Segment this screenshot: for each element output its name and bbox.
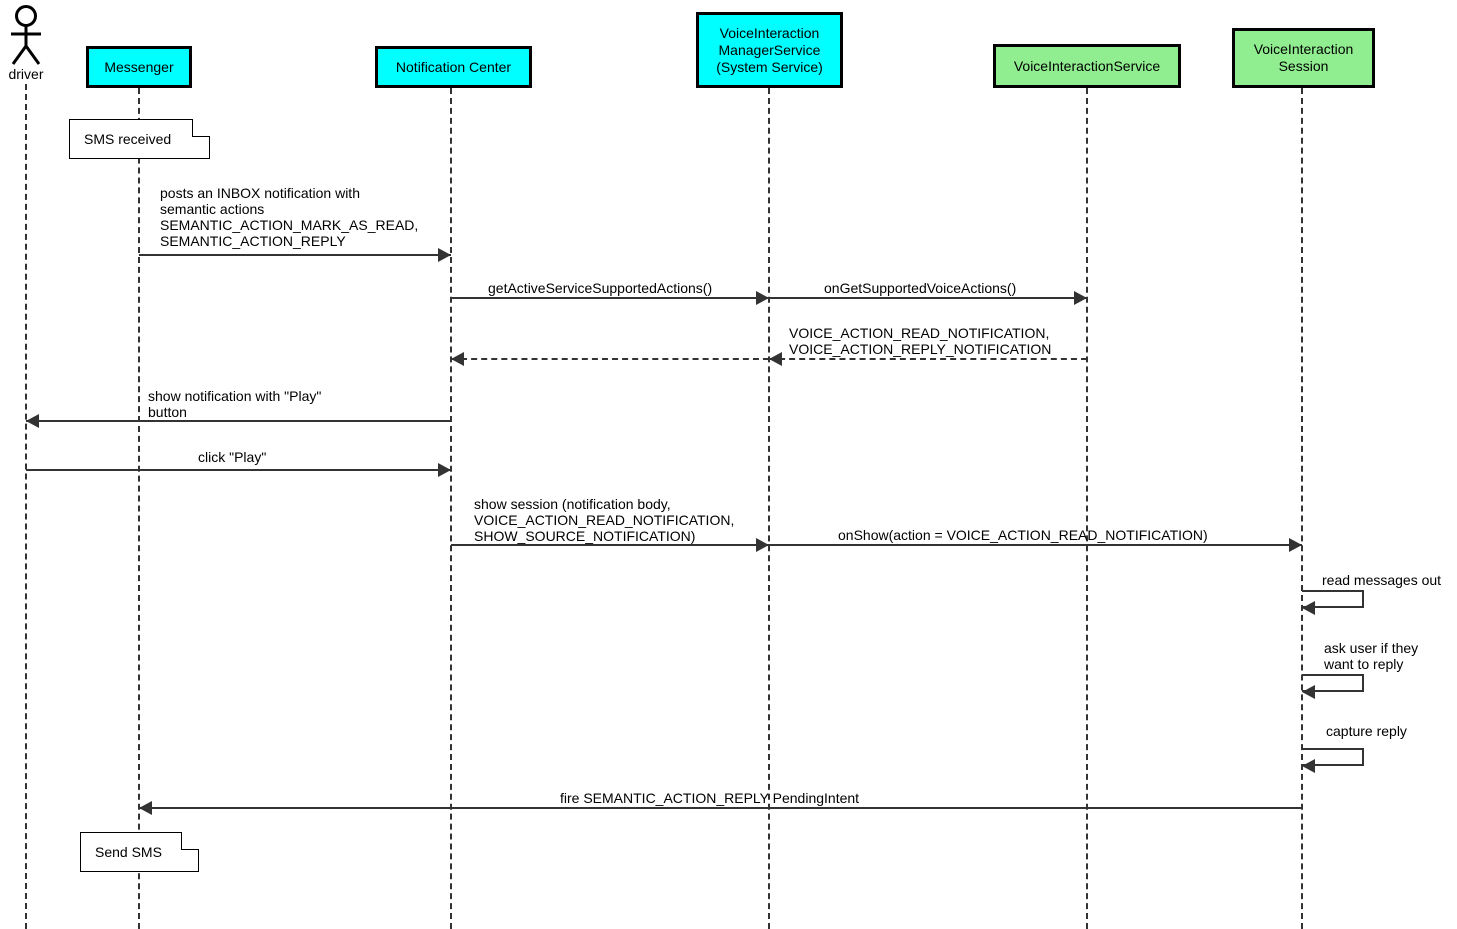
selfcall-capture-reply-label: capture reply (1326, 723, 1407, 739)
note-send-sms-fold-corner-icon (181, 832, 199, 850)
msg-show-notification-with-play-button-label: show notification with "Play"button (148, 388, 322, 420)
msg-on-show-line (769, 544, 1302, 546)
msg-on-get-supported-voice-actions-line (769, 297, 1087, 299)
msg-show-session-arrowhead (756, 538, 769, 552)
participant-vis[interactable]: VoiceInteractionService (993, 44, 1181, 88)
msg-get-active-service-supported-actions-arrowhead (756, 291, 769, 305)
msg-click-play-label: click "Play" (198, 449, 267, 465)
msg-return-voice-actions-to-vims-line (769, 358, 1087, 360)
selfcall-read-messages-out-loop (1302, 590, 1364, 608)
participant-label-notification-center: Notification Center (395, 58, 512, 75)
msg-return-voice-actions-to-vims-arrowhead (769, 352, 782, 366)
lifeline-driver (25, 84, 27, 929)
msg-on-get-supported-voice-actions-label: onGetSupportedVoiceActions() (824, 280, 1017, 296)
msg-fire-semantic-action-reply-pending-intent-line (139, 807, 1302, 809)
msg-post-inbox-notification-line (139, 254, 451, 256)
stick-figure-actor-icon (4, 4, 48, 71)
msg-click-play-line (26, 469, 451, 471)
msg-fire-semantic-action-reply-pending-intent-label: fire SEMANTIC_ACTION_REPLY PendingIntent (560, 790, 860, 806)
note-send-sms-text: Send SMS (95, 844, 162, 860)
msg-show-session-label: show session (notification body,VOICE_AC… (474, 496, 735, 544)
participant-label-messenger: Messenger (104, 58, 174, 75)
selfcall-ask-user-if-reply-arrowhead (1302, 685, 1315, 699)
msg-show-notification-with-play-button-arrowhead (26, 414, 39, 428)
lifeline-messenger (138, 88, 140, 929)
note-send-sms-body: Send SMS (80, 832, 199, 872)
note-sms-received-fold-corner-icon (192, 119, 210, 137)
msg-return-voice-actions-to-notification-center-arrowhead (451, 352, 464, 366)
participant-label-vis: VoiceInteractionService (1013, 57, 1161, 74)
msg-fire-semantic-action-reply-pending-intent-arrowhead (139, 801, 152, 815)
note-sms-received-body: SMS received (69, 119, 210, 159)
msg-get-active-service-supported-actions-line (451, 297, 769, 299)
msg-show-session-line (451, 544, 769, 546)
msg-on-show-label: onShow(action = VOICE_ACTION_READ_NOTIFI… (838, 527, 1208, 543)
selfcall-read-messages-out-arrowhead (1302, 601, 1315, 615)
note-sms-received: SMS received (69, 119, 210, 159)
msg-on-get-supported-voice-actions-arrowhead (1074, 291, 1087, 305)
lifeline-vi-session (1301, 88, 1303, 929)
selfcall-capture-reply-arrowhead (1302, 759, 1315, 773)
selfcall-ask-user-if-reply-loop (1302, 674, 1364, 692)
msg-click-play-arrowhead (438, 463, 451, 477)
participant-messenger[interactable]: Messenger (86, 46, 192, 88)
msg-return-voice-actions-to-vims-label: VOICE_ACTION_READ_NOTIFICATION,VOICE_ACT… (789, 325, 1052, 357)
msg-post-inbox-notification-arrowhead (438, 248, 451, 262)
lifeline-vis (1086, 88, 1088, 929)
msg-return-voice-actions-to-notification-center-line (451, 358, 769, 360)
note-sms-received-text: SMS received (84, 131, 172, 147)
msg-show-notification-with-play-button-line (26, 420, 451, 422)
msg-get-active-service-supported-actions-label: getActiveServiceSupportedActions() (488, 280, 713, 296)
participant-notification-center[interactable]: Notification Center (375, 46, 532, 88)
selfcall-read-messages-out-label: read messages out (1322, 572, 1442, 588)
actor-label-driver: driver (8, 66, 44, 82)
selfcall-capture-reply-loop (1302, 748, 1364, 766)
note-send-sms: Send SMS (80, 832, 199, 872)
lifeline-vims (768, 88, 770, 929)
msg-on-show-arrowhead (1289, 538, 1302, 552)
lifeline-notification-center (450, 88, 452, 929)
